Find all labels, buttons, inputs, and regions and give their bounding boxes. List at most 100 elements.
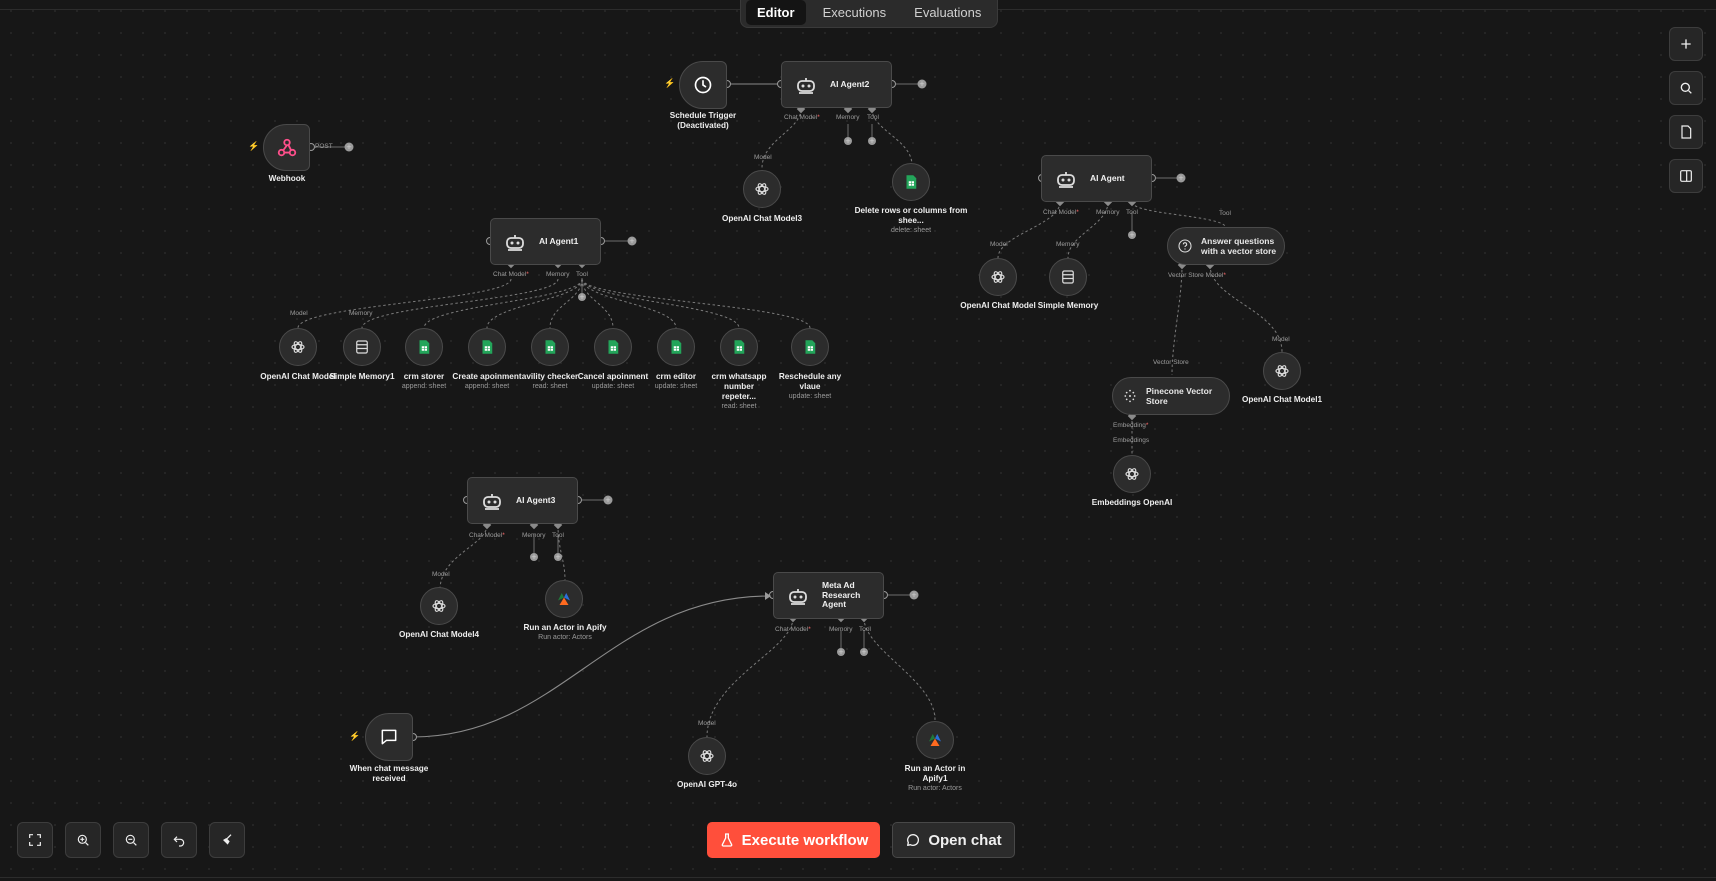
- port-label: Tool: [576, 271, 588, 278]
- robot-icon: [797, 77, 815, 94]
- delete-rows-node[interactable]: [892, 163, 930, 201]
- trigger-bolt-icon: ⚡: [248, 141, 260, 151]
- zoom-in-button[interactable]: [65, 822, 101, 858]
- simple-memory1-caption: Simple Memory1: [329, 372, 395, 381]
- ai-agent3-node[interactable]: AI Agent3: [467, 477, 578, 524]
- robot-icon: [789, 588, 807, 605]
- openai-icon: [991, 271, 1005, 283]
- search-button[interactable]: [1669, 71, 1703, 105]
- openai-chat-model3-caption: OpenAI Chat Model3: [721, 214, 803, 223]
- chat-icon: [907, 833, 920, 846]
- openai-chat-model3-node[interactable]: [743, 170, 781, 208]
- add-node-button[interactable]: [1669, 27, 1703, 61]
- embeddings-openai-node[interactable]: [1113, 455, 1151, 493]
- google-sheets-icon: [482, 340, 493, 354]
- openai-icon: [1275, 365, 1289, 377]
- avility-checker-node[interactable]: [531, 328, 569, 366]
- openai-chat-model-node[interactable]: [279, 328, 317, 366]
- create-apoinment-node[interactable]: [468, 328, 506, 366]
- delete-rows-caption: Delete rows or columns from shee...delet…: [854, 206, 968, 234]
- cancel-apoinment-node[interactable]: [594, 328, 632, 366]
- svg-text:+: +: [531, 552, 536, 562]
- openai-chat-model1-caption: OpenAI Chat Model1: [1241, 395, 1323, 404]
- pinecone-label: Pinecone Vector Store: [1146, 385, 1213, 406]
- port-label: Model: [990, 241, 1008, 248]
- port-label: Memory: [1096, 209, 1120, 216]
- port-label: Model: [698, 720, 716, 727]
- openai-chat-model1-node[interactable]: [1263, 352, 1301, 390]
- execute-workflow-label: Execute workflow: [741, 831, 869, 849]
- open-chat-button[interactable]: Open chat: [892, 822, 1015, 858]
- svg-text:+: +: [605, 495, 610, 505]
- panel-icon: [1680, 170, 1692, 182]
- port-label: Model: [754, 154, 772, 161]
- chat-bubble-icon: [381, 729, 397, 745]
- simple-memory1-node[interactable]: [343, 328, 381, 366]
- edge-chat-meta: [412, 595, 771, 738]
- crm-storer-node[interactable]: [405, 328, 443, 366]
- panel-toggle-button[interactable]: [1669, 159, 1703, 193]
- question-icon: [1178, 239, 1192, 253]
- ai-agent2-node[interactable]: AI Agent2: [781, 61, 892, 108]
- svg-text:+: +: [555, 552, 560, 562]
- google-sheets-icon: [906, 175, 917, 189]
- zoom-out-button[interactable]: [113, 822, 149, 858]
- openai-gpt4o-node[interactable]: [688, 737, 726, 775]
- pinecone-node[interactable]: Pinecone Vector Store: [1112, 377, 1230, 415]
- tidy-up-button[interactable]: [209, 822, 245, 858]
- port-label: Vector Store Model*: [1168, 272, 1226, 279]
- zoom-in-icon: [77, 834, 89, 846]
- port-label: Model: [1272, 336, 1290, 343]
- google-sheets-icon: [545, 340, 556, 354]
- open-chat-label: Open chat: [928, 831, 1002, 849]
- openai-icon: [700, 750, 714, 762]
- trigger-bolt-icon: ⚡: [349, 731, 361, 741]
- openai-icon: [755, 183, 769, 195]
- schedule-trigger-node[interactable]: [679, 61, 727, 109]
- tab-evaluations[interactable]: Evaluations: [914, 4, 982, 20]
- sticky-note-button[interactable]: [1669, 115, 1703, 149]
- svg-text:+: +: [911, 590, 916, 600]
- pinecone-icon: [1124, 389, 1136, 403]
- meta-ad-label: Meta Ad Research Agent: [822, 579, 861, 610]
- port-label: Memory: [836, 114, 860, 121]
- port-label: Memory: [349, 310, 373, 317]
- bottom-divider: [0, 877, 1716, 878]
- meta-ad-research-agent-node[interactable]: Meta Ad Research Agent: [773, 572, 884, 619]
- reschedule-node[interactable]: [791, 328, 829, 366]
- port-label: Chat Model*: [493, 271, 529, 278]
- apify1-node[interactable]: [916, 721, 954, 759]
- webhook-caption: Webhook: [268, 174, 306, 183]
- openai-gpt4o-caption: OpenAI GPT-4o: [676, 780, 738, 789]
- svg-text:+: +: [919, 79, 924, 89]
- undo-button[interactable]: [161, 822, 197, 858]
- svg-text:+: +: [629, 236, 634, 246]
- webhook-node[interactable]: [263, 124, 310, 171]
- openai-icon: [432, 600, 446, 612]
- openai-chat-model-right-node[interactable]: [979, 258, 1017, 296]
- svg-text:+: +: [346, 142, 351, 152]
- simple-memory-node[interactable]: [1049, 258, 1087, 296]
- robot-icon: [483, 493, 501, 510]
- crm-whatsapp-node[interactable]: [720, 328, 758, 366]
- ai-agent-node[interactable]: AI Agent: [1041, 155, 1152, 202]
- ai-agent1-node[interactable]: AI Agent1: [490, 218, 601, 265]
- svg-text:+: +: [838, 647, 843, 657]
- fit-view-button[interactable]: [17, 822, 53, 858]
- answer-questions-node[interactable]: Answer questions with a vector store: [1167, 227, 1285, 265]
- openai-chat-model4-node[interactable]: [420, 587, 458, 625]
- execute-workflow-button[interactable]: Execute workflow: [707, 822, 880, 858]
- clock-icon: [694, 76, 712, 94]
- chat-trigger-node[interactable]: [365, 713, 413, 761]
- apify-icon: [558, 593, 570, 605]
- tab-editor[interactable]: Editor: [746, 0, 806, 25]
- apify-node[interactable]: [545, 580, 583, 618]
- tab-executions[interactable]: Executions: [822, 4, 887, 20]
- ai-agent2-label: AI Agent2: [830, 78, 870, 89]
- crm-editor-node[interactable]: [657, 328, 695, 366]
